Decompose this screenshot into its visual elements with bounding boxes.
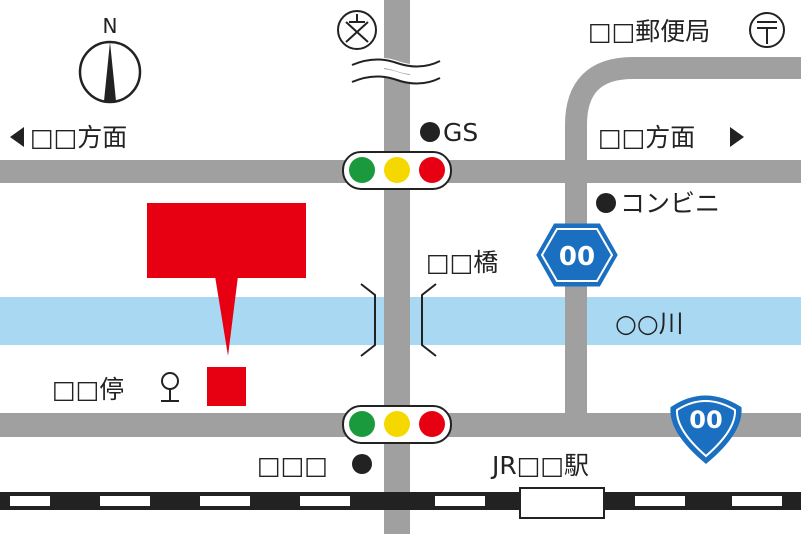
road-break-mark — [349, 57, 443, 85]
traffic-signal-lower — [342, 405, 452, 444]
main-north-south-road — [384, 0, 410, 534]
convenience-store-label: コンビニ — [620, 189, 720, 218]
compass-icon: N — [78, 14, 142, 104]
traffic-signal-upper — [342, 151, 452, 190]
west-direction-label: □□方面 — [30, 123, 127, 152]
east-direction-label: □□方面 — [598, 123, 695, 152]
river-label: ○○川 — [615, 309, 684, 338]
svg-text:00: 00 — [689, 406, 722, 434]
destination-marker — [147, 203, 306, 406]
national-route-sign: 00 — [536, 223, 618, 287]
gas-station-label: GS — [443, 118, 478, 147]
bus-stop-icon — [161, 372, 179, 402]
svg-text:00: 00 — [559, 242, 595, 272]
bus-stop-label: □□停 — [52, 375, 124, 404]
gas-station-dot — [420, 122, 440, 142]
post-office-icon — [749, 12, 785, 48]
station-label: JR□□駅 — [490, 451, 589, 480]
convenience-store-dot — [596, 193, 616, 213]
station-building — [519, 487, 605, 519]
prefectural-route-sign: 00 — [670, 395, 742, 464]
landmark-label: □□□ — [257, 451, 328, 480]
school-icon — [337, 10, 377, 50]
west-arrow-icon — [10, 127, 24, 147]
east-arrow-icon — [730, 127, 744, 147]
svg-text:N: N — [103, 14, 118, 38]
landmark-dot — [352, 454, 372, 474]
railway — [0, 487, 801, 519]
curved-side-road — [565, 57, 801, 420]
post-office-label: □□郵便局 — [588, 17, 710, 46]
bridge-icon — [360, 283, 437, 357]
bridge-label: □□橋 — [426, 248, 498, 277]
